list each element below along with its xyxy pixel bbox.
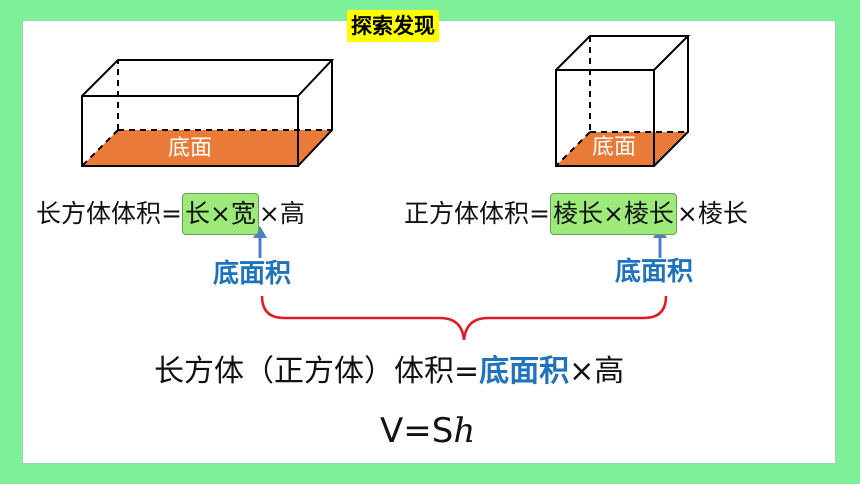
main-formula-suffix: ×高 (569, 354, 625, 389)
main-formula-prefix: 长方体（正方体）体积= (154, 354, 480, 389)
base-area-label-right: 底面积 (615, 257, 694, 287)
cube-top-edges (555, 35, 691, 71)
cuboid-base-label: 底面 (167, 136, 212, 161)
vsh-formula: V=Sh (380, 408, 475, 454)
slide-title: 探索发现 (347, 10, 439, 42)
formula-highlight-box: 棱长×棱长 (549, 193, 677, 235)
formula-prefix: 长方体体积= (36, 199, 182, 228)
formula-highlight-box: 长×宽 (181, 193, 259, 235)
cuboid-top-edges (81, 59, 335, 97)
arrow-left (253, 226, 267, 258)
cuboid-volume-formula: 长方体体积=长×宽×高 (36, 193, 305, 235)
formula-suffix: ×棱长 (676, 199, 748, 228)
base-area-label-left: 底面积 (213, 259, 292, 289)
main-volume-formula: 长方体（正方体）体积=底面积×高 (154, 350, 624, 394)
main-formula-highlight: 底面积 (479, 354, 570, 389)
slide-canvas (22, 20, 836, 464)
vsh-italic-h: h (453, 411, 476, 451)
formula-suffix: ×高 (258, 199, 305, 228)
vsh-plain: V=S (380, 411, 454, 451)
cuboid-diagram (81, 59, 335, 167)
formula-prefix: 正方体体积= (404, 199, 550, 228)
red-brace (260, 295, 668, 341)
cube-volume-formula: 正方体体积=棱长×棱长×棱长 (404, 193, 748, 235)
cube-base-label: 底面 (591, 135, 636, 160)
cube-front-face (555, 69, 655, 167)
cuboid-base-face (82, 130, 332, 166)
cuboid-front-face (81, 95, 299, 167)
cube-diagram (555, 35, 691, 167)
